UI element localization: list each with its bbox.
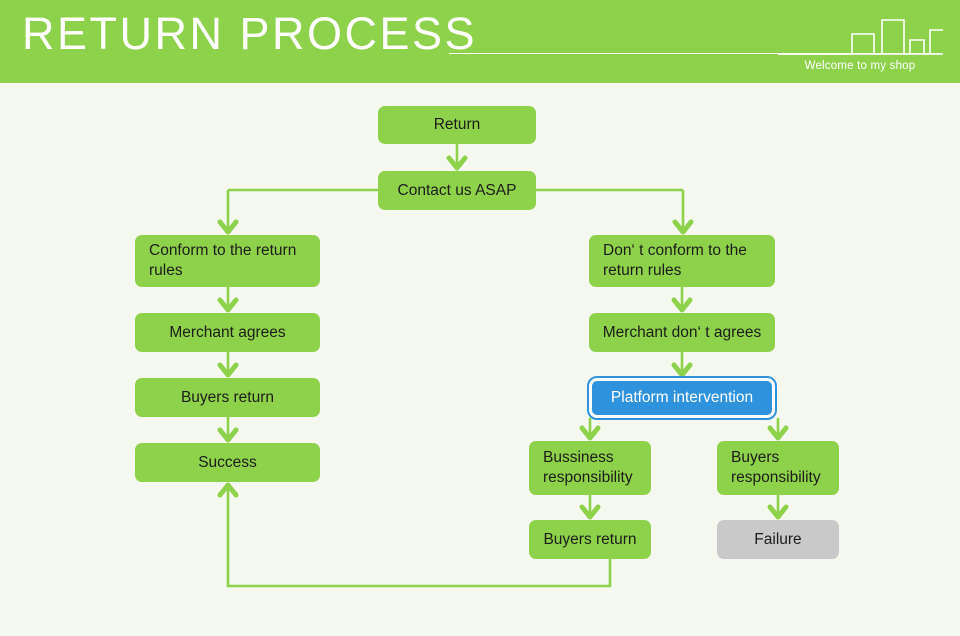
node-buyers-return-right-label: Buyers return bbox=[543, 530, 637, 548]
node-success-label: Success bbox=[198, 453, 257, 471]
node-conform-to-return-rules-label: Conform to the return rules bbox=[149, 242, 297, 279]
node-conform-to-return-rules[interactable]: Conform to the return rules bbox=[135, 235, 320, 287]
page-header: RETURN PROCESS Welcome to my shop bbox=[0, 0, 960, 83]
connector-buyersresp-to-failure bbox=[767, 495, 789, 520]
node-failure[interactable]: Failure bbox=[717, 520, 839, 559]
node-return-label: Return bbox=[433, 116, 481, 134]
node-success[interactable]: Success bbox=[135, 443, 320, 482]
node-bussiness-responsibility[interactable]: Bussiness responsibility bbox=[529, 441, 651, 495]
node-contact-us-asap[interactable]: Contact us ASAP bbox=[378, 171, 536, 210]
node-bussiness-responsibility-label: Bussiness responsibility bbox=[543, 449, 633, 486]
node-buyers-responsibility-label: Buyers responsibility bbox=[731, 449, 821, 486]
page-title: RETURN PROCESS bbox=[22, 8, 478, 59]
node-merchant-dont-agrees[interactable]: Merchant don‘ t agrees bbox=[589, 313, 775, 352]
connector-platform-to-business bbox=[579, 418, 601, 441]
connector-platform-to-buyersresp bbox=[767, 418, 789, 441]
node-dont-conform-to-return-rules[interactable]: Don‘ t conform to the return rules bbox=[589, 235, 775, 287]
connector-conform-to-agrees bbox=[217, 287, 239, 313]
node-failure-label: Failure bbox=[754, 530, 802, 548]
node-platform-intervention[interactable]: Platform intervention bbox=[587, 376, 777, 420]
node-dont-conform-to-return-rules-label: Don‘ t conform to the return rules bbox=[603, 242, 747, 279]
node-buyers-return-left[interactable]: Buyers return bbox=[135, 378, 320, 417]
node-buyers-responsibility[interactable]: Buyers responsibility bbox=[717, 441, 839, 495]
node-contact-us-asap-label: Contact us ASAP bbox=[397, 181, 517, 199]
node-buyers-return-left-label: Buyers return bbox=[180, 388, 275, 406]
title-divider-rule bbox=[449, 53, 940, 54]
connector-contact-to-conform bbox=[217, 190, 239, 235]
header-tagline: Welcome to my shop bbox=[804, 60, 916, 72]
connector-dontconform-to-disagree bbox=[671, 287, 693, 313]
node-merchant-agrees[interactable]: Merchant agrees bbox=[135, 313, 320, 352]
node-buyers-return-right[interactable]: Buyers return bbox=[529, 520, 651, 559]
node-merchant-dont-agrees-label: Merchant don‘ t agrees bbox=[602, 323, 762, 341]
connector-return-to-contact bbox=[446, 144, 468, 171]
node-platform-intervention-label: Platform intervention bbox=[610, 389, 754, 407]
bar-skyline-icon bbox=[778, 19, 943, 55]
node-merchant-agrees-label: Merchant agrees bbox=[169, 323, 286, 341]
connector-contact-to-dontconform bbox=[672, 190, 694, 235]
connector-business-to-buyersreturn bbox=[579, 495, 601, 520]
connector-disagree-to-platform bbox=[671, 352, 693, 378]
connector-agrees-to-buyersreturn bbox=[217, 352, 239, 378]
connector-buyersreturn-to-success bbox=[217, 417, 239, 443]
node-return[interactable]: Return bbox=[378, 106, 536, 144]
